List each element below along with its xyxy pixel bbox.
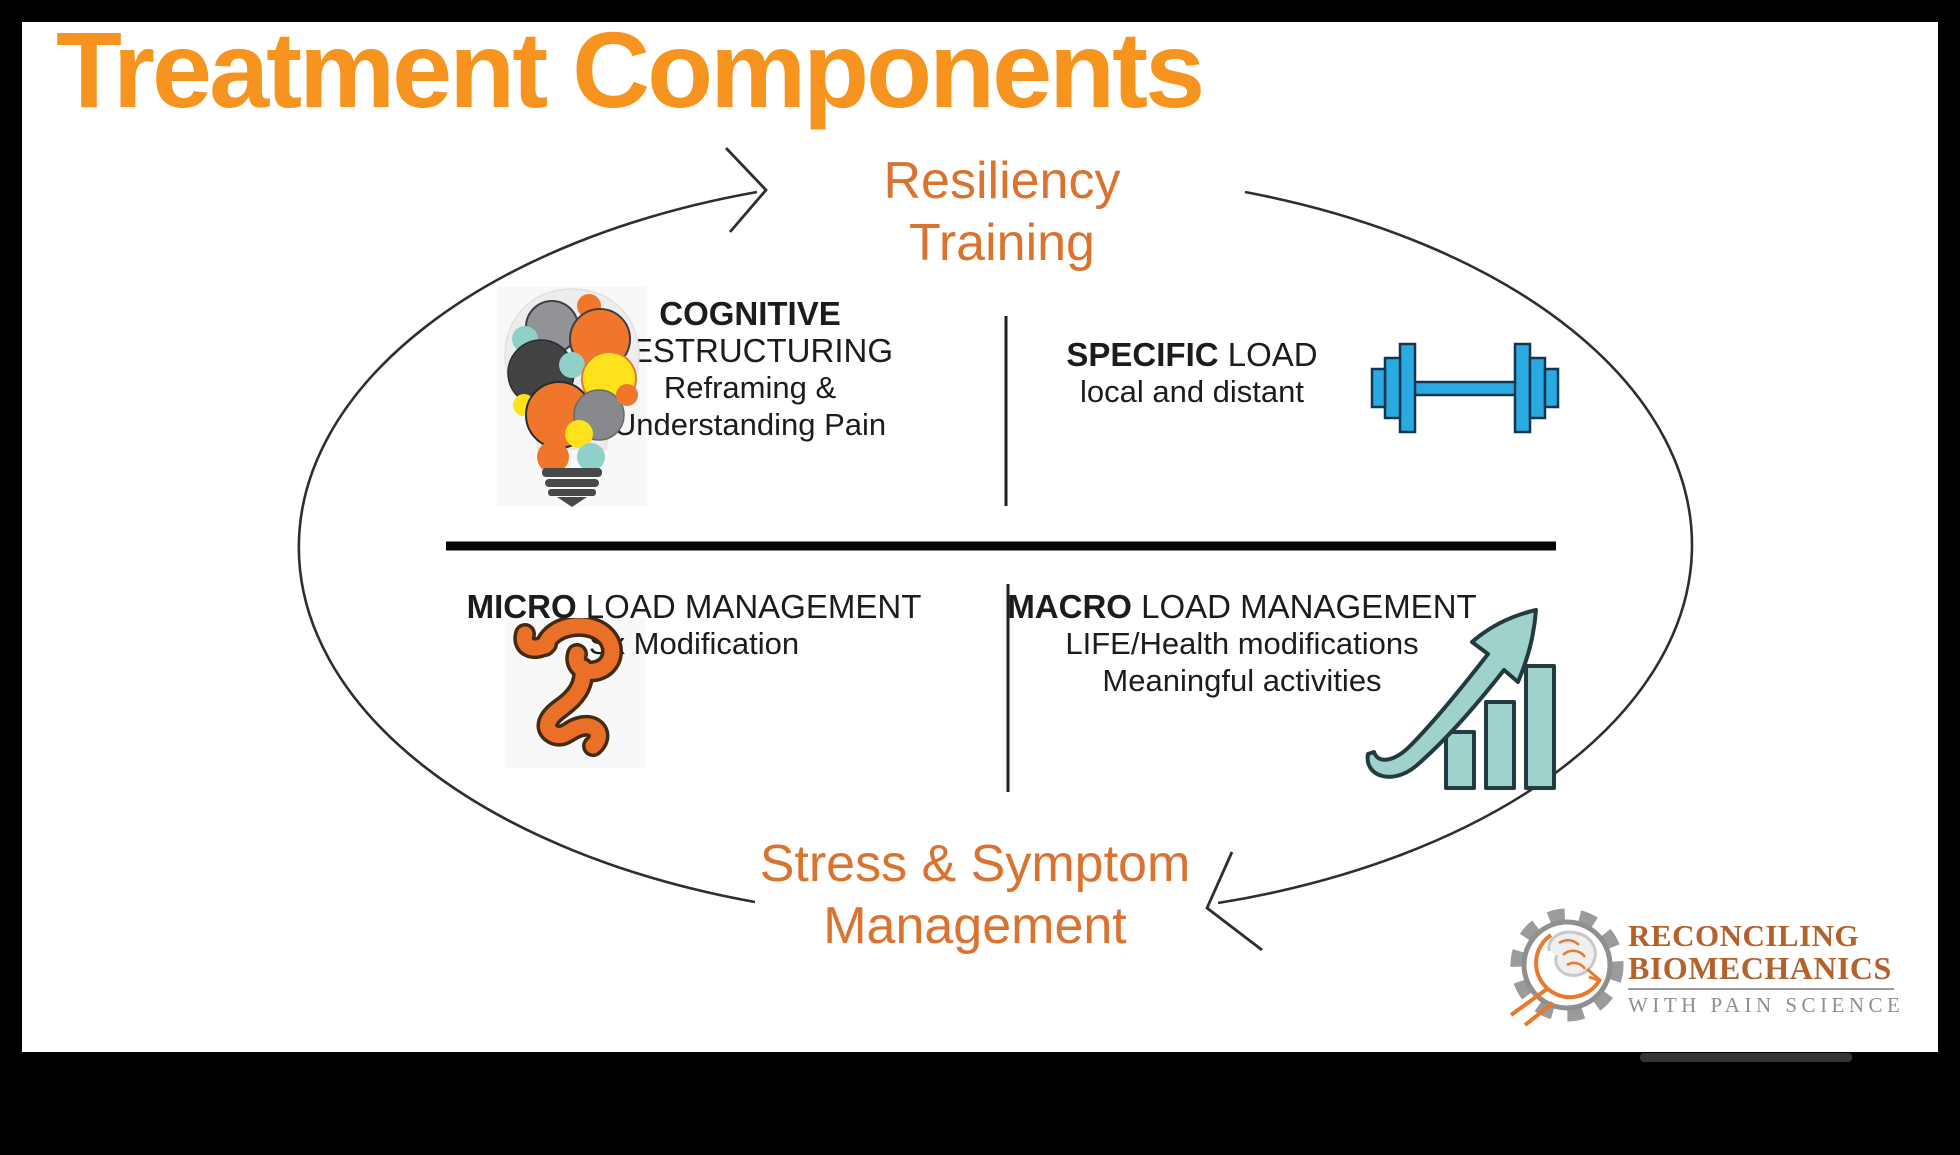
quadrant-specific-load: SPECIFIC LOAD local and distant (992, 336, 1392, 410)
quadrant-subline: Reframing & (663, 370, 837, 405)
speed-line (1523, 1001, 1555, 1027)
quadrant-heading-rest: LOAD (1218, 336, 1318, 373)
quadrant-heading: MACRO LOAD MANAGEMENT (992, 588, 1492, 625)
logo-divider-rule (1628, 988, 1894, 990)
brain-folds (1558, 939, 1587, 970)
brain-crescent (1534, 933, 1601, 1000)
ribbon-squiggle-icon (513, 618, 623, 757)
logo-line-reconciling: RECONCILING (1628, 918, 1860, 953)
speed-line (1509, 987, 1549, 1017)
quadrant-heading: MICRO LOAD MANAGEMENT (444, 588, 944, 625)
cycle-label-line: Stress & Symptom (759, 835, 1191, 893)
logo-line-biomechanics: BIOMECHANICS (1628, 950, 1892, 986)
quadrant-micro-load-management: MICRO LOAD MANAGEMENT Sx Modification (444, 588, 944, 662)
slide-title: Treatment Components (56, 9, 1205, 130)
gear-brain-icon (1509, 908, 1624, 1027)
quadrant-heading-bold: MACRO (1007, 588, 1132, 625)
cycle-label-stress-symptom-management: Stress & Symptom Management (745, 833, 1205, 957)
quadrant-subline: local and distant (1079, 374, 1305, 409)
quadrant-heading-bold: SPECIFIC (1066, 336, 1219, 373)
idea-lightbulb-icon (504, 288, 640, 507)
cycle-label-line: Training (909, 214, 1095, 272)
quadrant-subline: Sx Modification (588, 626, 800, 661)
cycle-label-resiliency-training: Resiliency Training (772, 150, 1232, 274)
dumbbell-icon (1370, 342, 1560, 434)
brain-stem (1586, 967, 1602, 983)
quadrant-heading-line2: RESTRUCTURING (607, 332, 893, 369)
quadrant-subline: LIFE/Health modifications (1065, 626, 1419, 661)
gear-teeth (1510, 908, 1624, 1022)
quadrant-heading-rest: LOAD MANAGEMENT (1131, 588, 1477, 625)
gear-ring (1521, 919, 1613, 1011)
cycle-label-line: Management (823, 897, 1127, 955)
quadrant-cognitive-restructuring: COGNITIVE RESTRUCTURING Reframing & Unde… (550, 295, 950, 443)
growth-chart-arrow-icon (1365, 608, 1556, 790)
quadrant-subline: Understanding Pain (613, 407, 887, 442)
quadrant-heading-rest: LOAD MANAGEMENT (576, 588, 922, 625)
quadrant-subline: Meaningful activities (1102, 663, 1382, 698)
quadrant-macro-load-management: MACRO LOAD MANAGEMENT LIFE/Health modifi… (992, 588, 1492, 699)
bottom-edge-artifact (1640, 1053, 1852, 1062)
logo-line-with-pain-science: WITH PAIN SCIENCE (1628, 993, 1905, 1017)
cycle-label-line: Resiliency (883, 152, 1121, 210)
logo-wordmark: RECONCILING BIOMECHANICS WITH PAIN SCIEN… (1628, 920, 1918, 1016)
quadrant-heading: SPECIFIC LOAD (992, 336, 1392, 373)
quadrant-heading: COGNITIVE (659, 295, 841, 332)
